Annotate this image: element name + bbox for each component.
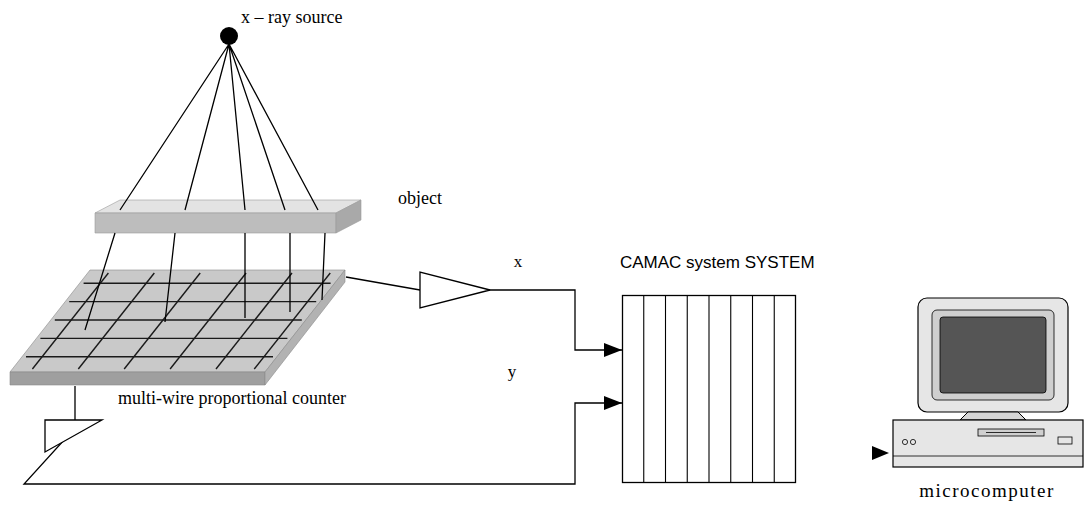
disk-drive — [978, 429, 1044, 436]
camac-module-divider — [708, 295, 709, 483]
camac-module-divider — [665, 295, 666, 483]
node-label: object — [398, 188, 442, 209]
power-button — [910, 439, 915, 444]
object-slab-shape — [95, 200, 361, 233]
proportional-counter: multi-wire proportional counter — [10, 268, 346, 386]
front-panel — [1058, 437, 1072, 444]
counter-wire — [55, 319, 302, 320]
camac-module-divider — [752, 295, 753, 483]
x-ray-beam — [120, 44, 318, 210]
microcomputer: microcomputer — [890, 296, 1084, 470]
camac-module-divider — [643, 295, 644, 483]
counter-side-face — [265, 270, 345, 385]
camac-crate — [623, 296, 796, 483]
object-side-face — [336, 200, 361, 233]
counter-wire — [124, 273, 200, 369]
xray-source-shape — [219, 26, 239, 46]
computer-base-edge — [893, 456, 1083, 457]
object-front-face — [95, 213, 336, 233]
counter-wire — [32, 273, 108, 369]
counter-top-face — [10, 270, 345, 372]
monitor-stand — [960, 412, 1026, 420]
counter-wire — [40, 338, 287, 339]
node-label: multi-wire proportional counter — [118, 388, 346, 409]
monitor-case — [918, 298, 1068, 412]
object-top-face — [95, 200, 361, 213]
node-label: x – ray source — [241, 7, 342, 28]
camac-module-divider — [774, 295, 775, 483]
camac-module-divider — [730, 295, 731, 483]
monitor-bezel — [932, 310, 1054, 400]
counter-wire — [26, 356, 273, 357]
source-dot — [220, 27, 238, 45]
signal-label: y — [506, 362, 519, 382]
microcomputer-shape — [890, 296, 1084, 470]
monitor-screen — [940, 317, 1046, 393]
proportional-counter-shape — [10, 268, 346, 386]
counter-wire — [170, 273, 246, 369]
node-label: microcomputer — [919, 480, 1055, 502]
signal-label-holder: x — [512, 252, 525, 272]
xray-source: x – ray source — [219, 26, 239, 46]
signal-label-holder: y — [506, 362, 519, 382]
camac-module-divider — [687, 295, 688, 483]
disk-slot — [986, 432, 1036, 433]
signal-label: x — [512, 252, 525, 272]
input-arrowhead — [872, 446, 889, 460]
counter-wire — [84, 283, 331, 284]
counter-wire — [216, 273, 292, 369]
camac-crate-shape — [622, 295, 796, 483]
counter-wire — [254, 273, 330, 369]
counter-front-face — [10, 372, 265, 385]
counter-wire — [69, 301, 316, 302]
power-button — [902, 439, 907, 444]
amplifier-symbol — [420, 272, 490, 308]
node-label: CAMAC system SYSTEM — [620, 253, 815, 273]
counter-wire — [78, 273, 154, 369]
amplifier-symbol — [45, 420, 102, 452]
camac-crate: CAMAC system SYSTEM — [622, 295, 796, 483]
signal-wire — [24, 386, 622, 484]
computer-base — [893, 420, 1083, 467]
object-slab: object — [95, 200, 361, 233]
